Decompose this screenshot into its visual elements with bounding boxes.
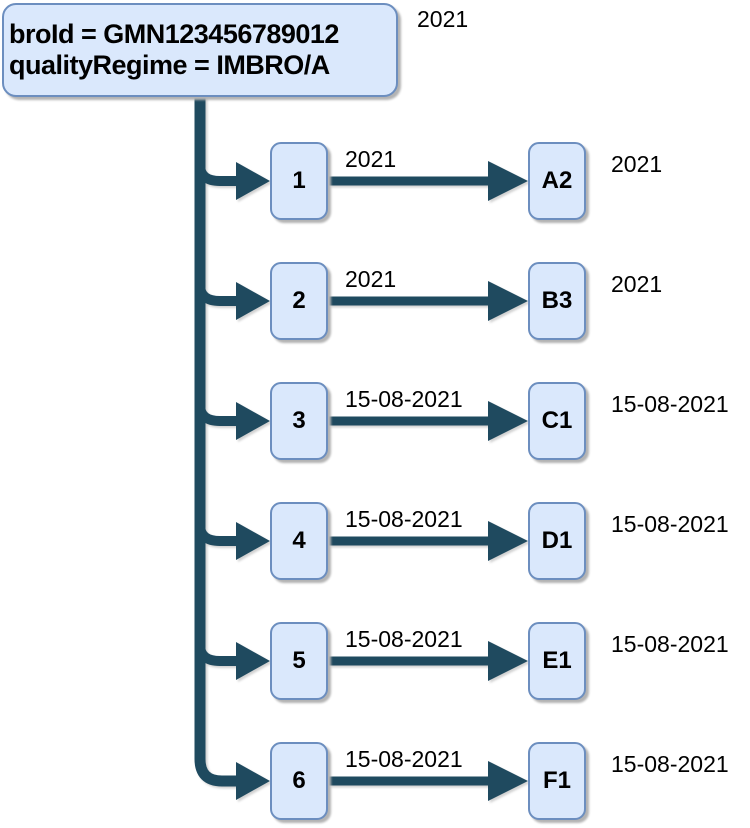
target-node-1-label: A2 [541, 167, 573, 194]
source-node-2: 2 [270, 262, 328, 340]
branch-arrowhead-3 [236, 402, 270, 440]
edge-label-3: 15-08-2021 [345, 386, 463, 412]
branch-elbow-2 [195, 259, 237, 306]
side-label-1: 2021 [611, 151, 663, 177]
side-label-6: 15-08-2021 [611, 751, 729, 777]
edge-arrowhead-1 [488, 161, 528, 201]
root-node: broId = GMN123456789012 qualityRegime = … [2, 3, 398, 97]
edge-label-4: 15-08-2021 [345, 506, 463, 532]
source-node-2-label: 2 [292, 287, 306, 314]
branch-elbow-5 [195, 619, 237, 666]
source-node-6-label: 6 [292, 767, 306, 794]
edge-arrowhead-5 [488, 641, 528, 681]
source-node-5-label: 5 [292, 647, 306, 674]
target-node-1: A2 [528, 142, 586, 220]
edge-label-2: 2021 [345, 266, 397, 292]
source-node-3-label: 3 [292, 407, 306, 434]
source-node-5: 5 [270, 622, 328, 700]
branch-elbow-4 [195, 499, 237, 546]
source-node-3: 3 [270, 382, 328, 460]
target-node-2: B3 [528, 262, 586, 340]
root-node-line1: broId = GMN123456789012 [9, 19, 339, 49]
source-node-1: 1 [270, 142, 328, 220]
target-node-4: D1 [528, 502, 586, 580]
branch-arrowhead-4 [236, 522, 270, 560]
root-side-label: 2021 [417, 6, 469, 32]
edge-arrowhead-4 [488, 521, 528, 561]
branch-arrowhead-1 [236, 162, 270, 200]
edge-arrowhead-3 [488, 401, 528, 441]
branch-arrowhead-5 [236, 642, 270, 680]
trunk-connector [194, 90, 237, 787]
root-node-line2: qualityRegime = IMBRO/A [9, 50, 330, 80]
edge-arrowhead-2 [488, 281, 528, 321]
target-node-3-label: C1 [541, 407, 573, 434]
target-node-2-label: B3 [541, 287, 573, 314]
branch-elbow-3 [195, 379, 237, 426]
target-node-6: F1 [528, 742, 586, 820]
target-node-5-label: E1 [542, 647, 572, 674]
side-label-2: 2021 [611, 271, 663, 297]
target-node-3: C1 [528, 382, 586, 460]
target-node-4-label: D1 [541, 527, 573, 554]
source-node-6: 6 [270, 742, 328, 820]
target-node-6-label: F1 [542, 767, 571, 794]
branch-elbow-1 [195, 139, 237, 186]
side-label-4: 15-08-2021 [611, 511, 729, 537]
edge-label-1: 2021 [345, 146, 397, 172]
side-label-5: 15-08-2021 [611, 631, 729, 657]
source-node-4: 4 [270, 502, 328, 580]
side-label-3: 15-08-2021 [611, 391, 729, 417]
source-node-4-label: 4 [292, 527, 306, 554]
edge-label-6: 15-08-2021 [345, 746, 463, 772]
branch-arrowhead-2 [236, 282, 270, 320]
edge-arrowhead-6 [488, 761, 528, 801]
branch-arrowhead-6 [236, 762, 270, 800]
target-node-5: E1 [528, 622, 586, 700]
source-node-1-label: 1 [292, 167, 306, 194]
edge-label-5: 15-08-2021 [345, 626, 463, 652]
